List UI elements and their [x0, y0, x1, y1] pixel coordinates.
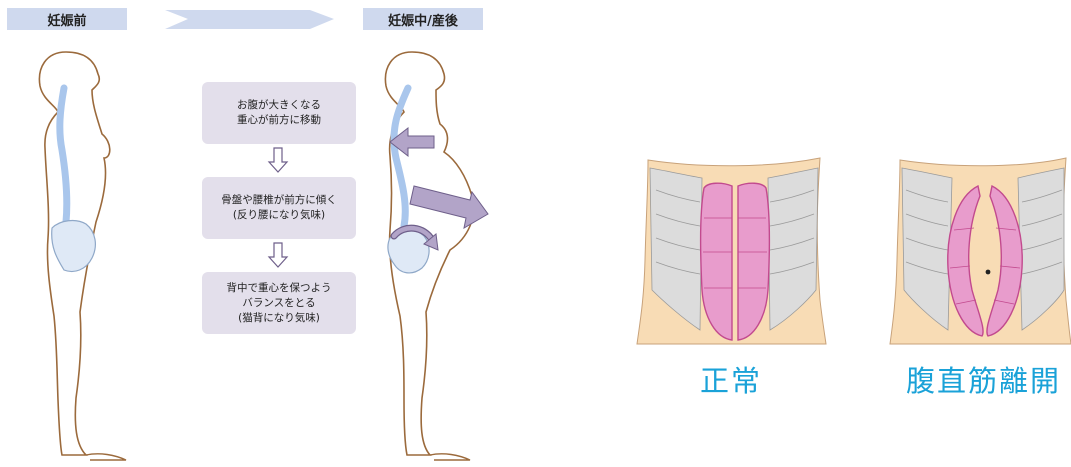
- step-1-line-1: お腹が大きくなる: [237, 98, 321, 113]
- spine-pregnant: [394, 88, 408, 226]
- diastasis-caption: 腹直筋離開: [906, 358, 1061, 400]
- body-before-figure: [39, 52, 126, 460]
- transition-arrow: [165, 10, 334, 29]
- body-pregnant-figure: [385, 52, 473, 460]
- normal-abdomen-illustration: [637, 158, 826, 344]
- step-3-line-1: 背中で重心を保つよう: [227, 281, 332, 296]
- pelvis-before: [52, 221, 96, 272]
- step-box-1: お腹が大きくなる 重心が前方に移動: [202, 82, 356, 144]
- diastasis-abdomen-illustration: [890, 158, 1071, 344]
- step-2-line-1: 骨盤や腰椎が前方に傾く: [221, 193, 337, 208]
- step-2-line-2: (反り腰になり気味): [233, 208, 325, 223]
- step-3-line-2: バランスをとる: [242, 296, 315, 311]
- step-3-line-3: (猫背になり気味): [238, 311, 320, 326]
- flow-down-arrow-1: [269, 148, 287, 172]
- flow-down-arrow-2: [269, 243, 287, 267]
- navel: [986, 270, 991, 275]
- step-1-line-2: 重心が前方に移動: [237, 113, 321, 128]
- normal-caption: 正常: [700, 358, 762, 400]
- spine-before: [60, 88, 67, 222]
- forward-tilt-arrow: [410, 186, 488, 228]
- step-box-2: 骨盤や腰椎が前方に傾く (反り腰になり気味): [202, 177, 356, 239]
- step-box-3: 背中で重心を保つよう バランスをとる (猫背になり気味): [202, 272, 356, 334]
